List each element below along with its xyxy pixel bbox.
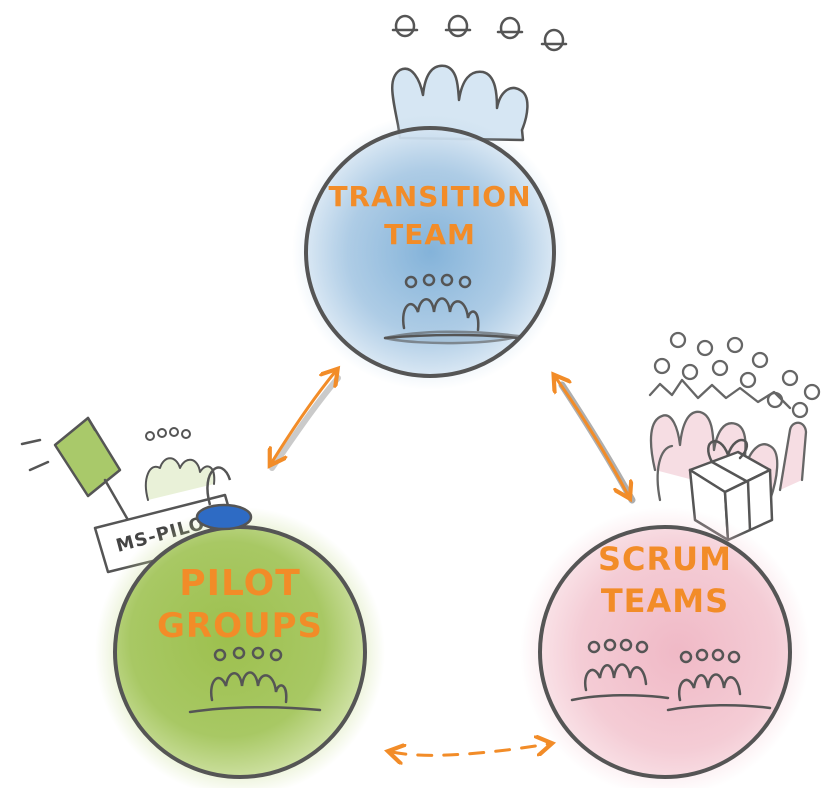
transition-label-line1: TRANSITION (328, 180, 531, 213)
pilot-label-line1: PILOT (179, 563, 301, 604)
ms-pilot-blob (195, 503, 253, 531)
node-pilot-groups: PILOT GROUPS (95, 503, 385, 788)
two-team-groups-icon (570, 638, 772, 712)
team-group-icon (383, 273, 523, 345)
mini-team-icon (144, 427, 216, 501)
transition-label-line2: TEAM (384, 218, 476, 251)
node-scrum-teams: SCRUM TEAMS (520, 507, 810, 788)
connection-transition-scrum (556, 378, 636, 504)
connection-pilot-scrum (392, 744, 548, 755)
scrum-label-line2: TEAMS (601, 582, 729, 620)
scrum-label-line1: SCRUM (598, 540, 732, 578)
team-group-icon (188, 646, 322, 714)
pilot-label-line2: GROUPS (157, 606, 323, 646)
node-transition-team: TRANSITION TEAM (292, 114, 568, 390)
connection-transition-pilot (272, 372, 341, 471)
flag-icon (20, 416, 130, 522)
